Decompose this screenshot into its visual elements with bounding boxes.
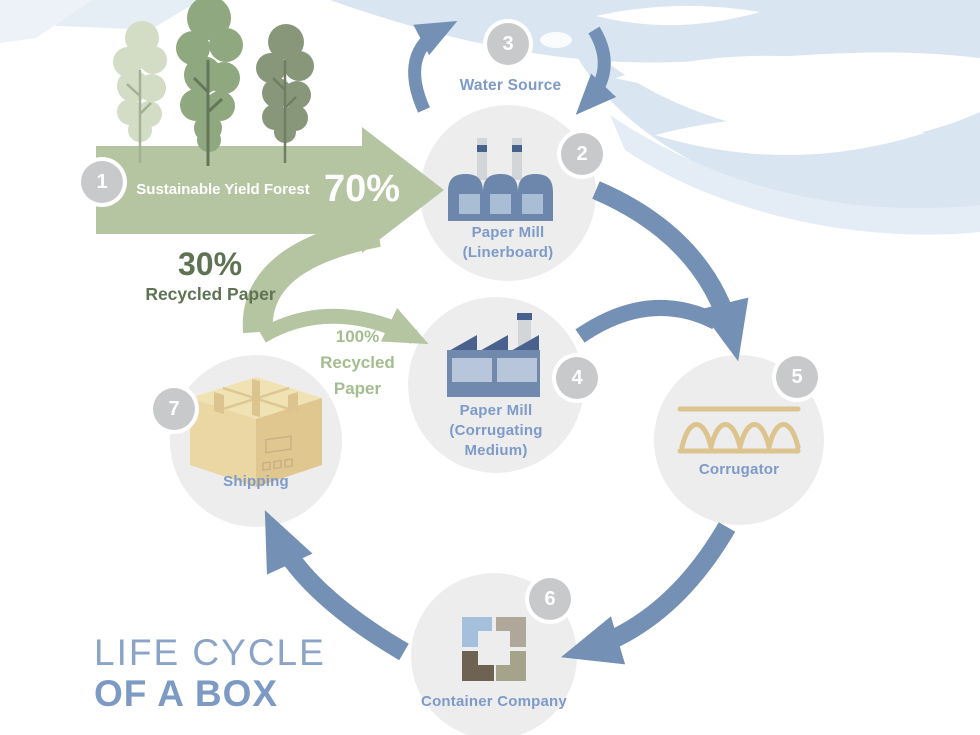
- step-badge-2: 2: [561, 133, 603, 175]
- recycled-30-label: Recycled Paper: [145, 284, 276, 304]
- shipping-label: Shipping: [223, 473, 289, 490]
- paper-mill-corrugating-label-line1: Paper Mill: [459, 402, 533, 419]
- corrugated-board-icon: [677, 406, 801, 454]
- arc-corrugator-to-container: [560, 522, 736, 665]
- sawtooth-factory-icon: [447, 313, 540, 397]
- step-badge-3: 3: [487, 23, 529, 65]
- paper-mill-corrugating-label-line2: (Corrugating: [449, 422, 543, 439]
- arc-container-to-shipping: [264, 510, 409, 661]
- step-badge-5: 5: [776, 356, 818, 398]
- arc-mill2-to-corrugator: [592, 181, 749, 362]
- recycled-100-line1: 100%: [335, 327, 380, 346]
- recycled-100-arrow: [258, 308, 429, 345]
- box-logo-icon: [462, 617, 526, 681]
- forest-label: Sustainable Yield Forest: [136, 181, 310, 198]
- corner-accent-shape-2: [0, 0, 92, 43]
- recycled-30-branch-arrow: [242, 217, 381, 334]
- water-swirl-background: [0, 0, 980, 235]
- paper-mill-linerboard-label-line2: (Linerboard): [462, 244, 554, 261]
- trees-icon: [113, 0, 314, 166]
- cardboard-box-icon: [190, 377, 322, 487]
- green-flow-arrows: [96, 127, 444, 345]
- arc-water-to-mill: [575, 26, 617, 115]
- arc-mill4-to-corrugator: [575, 299, 720, 343]
- page-title-line2: OF A BOX: [94, 673, 279, 714]
- paper-mill-linerboard-label-line1: Paper Mill: [471, 224, 545, 241]
- tree-medium: [176, 0, 243, 152]
- arc-mill-to-water: [408, 21, 458, 113]
- step-badge-1: 1: [81, 161, 123, 203]
- recycled-100-line3: Paper: [333, 379, 382, 398]
- step-badge-7: 7: [153, 388, 195, 430]
- forest-percentage: 70%: [324, 168, 401, 210]
- recycled-100-line2: Recycled: [320, 353, 395, 372]
- blue-cycle-arrows: [264, 21, 749, 665]
- step-badge-6: 6: [529, 578, 571, 620]
- page-title-line1: LIFE CYCLE: [94, 632, 326, 673]
- corrugator-label: Corrugator: [698, 461, 780, 478]
- step-badge-4: 4: [556, 357, 598, 399]
- water-source-label: Water Source: [459, 77, 562, 94]
- paper-mill-corrugating-label-line3: Medium): [464, 442, 528, 459]
- main-forest-arrow: [96, 127, 444, 253]
- recycled-30-value: 30%: [177, 246, 243, 282]
- factory-icon: [448, 138, 553, 221]
- container-company-label: Container Company: [421, 693, 567, 710]
